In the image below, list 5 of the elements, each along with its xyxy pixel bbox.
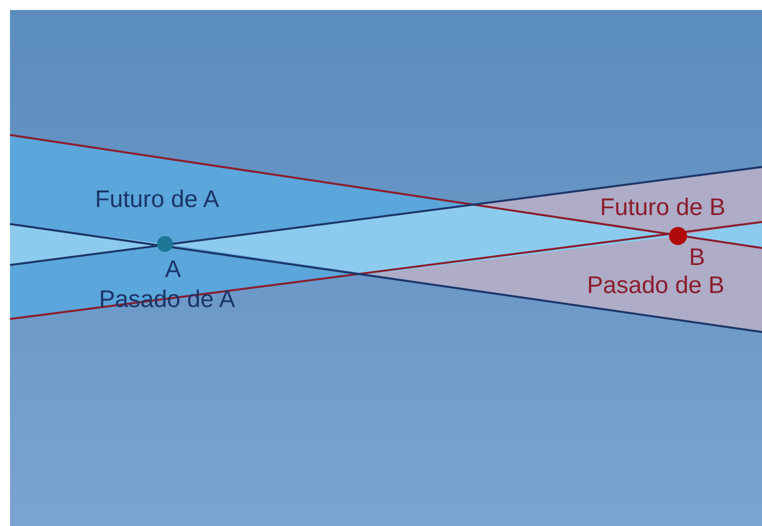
point-label: A (165, 258, 182, 282)
region-label: Futuro de A (95, 188, 220, 212)
point-label: B (689, 246, 706, 270)
region-label: Futuro de B (600, 196, 726, 220)
region-label: Pasado de B (587, 274, 724, 298)
